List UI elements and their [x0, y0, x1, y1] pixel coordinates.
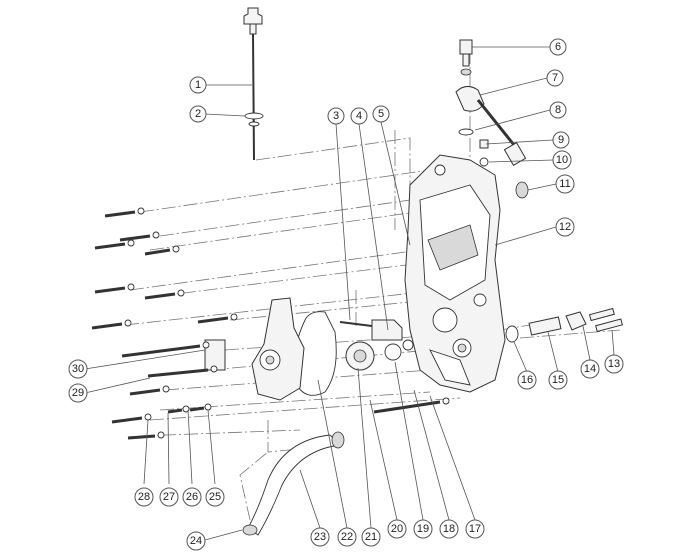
svg-text:27: 27 [163, 491, 175, 503]
bolt [197, 313, 238, 324]
svg-text:2: 2 [195, 108, 201, 120]
callout-25: 25 [205, 487, 225, 507]
bolt [167, 405, 190, 414]
callout-12: 12 [555, 217, 575, 237]
svg-text:13: 13 [608, 358, 620, 370]
svg-text:6: 6 [555, 41, 561, 53]
callout-27: 27 [159, 487, 179, 507]
callout-23: 23 [310, 527, 330, 547]
svg-text:12: 12 [559, 221, 571, 233]
bolt [111, 413, 152, 424]
coolant-hose [242, 431, 345, 536]
callout-28: 28 [134, 487, 154, 507]
water-pump-parts [293, 311, 414, 396]
callout-5: 5 [372, 105, 390, 123]
callout-9: 9 [552, 131, 570, 149]
bolt [373, 397, 450, 414]
callout-26: 26 [182, 487, 202, 507]
bolt [119, 231, 160, 242]
svg-text:30: 30 [72, 363, 84, 375]
crankcase-cover [404, 154, 506, 393]
callout-6: 6 [549, 38, 567, 56]
callout-30: 30 [68, 359, 88, 379]
callout-15: 15 [548, 370, 568, 390]
callout-21: 21 [361, 527, 381, 547]
callout-8: 8 [549, 101, 567, 119]
callout-29: 29 [68, 383, 88, 403]
callout-14: 14 [580, 359, 600, 379]
callout-24: 24 [186, 531, 206, 551]
callout-2: 2 [189, 105, 207, 123]
leader-lines [84, 46, 615, 541]
svg-text:24: 24 [190, 535, 202, 547]
svg-text:3: 3 [333, 110, 339, 122]
svg-text:4: 4 [356, 110, 362, 122]
svg-text:22: 22 [341, 531, 353, 543]
dipstick-part [243, 7, 264, 161]
callout-4: 4 [350, 107, 368, 125]
bolt [147, 365, 218, 378]
bolt [127, 431, 165, 440]
svg-text:18: 18 [443, 523, 455, 535]
svg-text:11: 11 [559, 178, 570, 190]
callout-3: 3 [327, 107, 345, 125]
callout-20: 20 [387, 519, 407, 539]
svg-text:19: 19 [417, 523, 429, 535]
bolt [129, 385, 170, 396]
callout-18: 18 [439, 519, 459, 539]
callout-10: 10 [552, 150, 572, 170]
svg-text:17: 17 [469, 523, 481, 535]
svg-text:15: 15 [552, 374, 564, 386]
upper-fittings [455, 39, 529, 199]
bolt [189, 403, 212, 412]
bolt [144, 245, 180, 256]
callout-1: 1 [189, 76, 207, 94]
callout-17: 17 [465, 519, 485, 539]
svg-text:21: 21 [365, 531, 377, 543]
svg-text:28: 28 [138, 491, 150, 503]
callout-labels: 1 2 3 4 5 6 7 8 9 10 11 12 13 14 15 16 1… [68, 38, 624, 551]
svg-text:20: 20 [391, 523, 403, 535]
callout-16: 16 [517, 370, 537, 390]
svg-text:9: 9 [558, 134, 564, 146]
svg-text:1: 1 [195, 79, 201, 91]
bolt [94, 283, 135, 294]
callout-22: 22 [337, 527, 357, 547]
svg-text:29: 29 [72, 387, 84, 399]
callout-11: 11 [555, 174, 575, 194]
svg-text:26: 26 [186, 491, 198, 503]
bolt [144, 289, 185, 300]
svg-text:23: 23 [314, 531, 326, 543]
bolt [104, 207, 145, 218]
callout-7: 7 [546, 69, 564, 87]
svg-text:10: 10 [556, 154, 568, 166]
svg-text:16: 16 [521, 374, 533, 386]
svg-text:25: 25 [209, 491, 221, 503]
callout-13: 13 [604, 354, 624, 374]
bolt [91, 319, 132, 330]
svg-text:8: 8 [555, 104, 561, 116]
svg-text:7: 7 [552, 72, 558, 84]
bolt-set [91, 207, 450, 440]
callout-19: 19 [413, 519, 433, 539]
bolt [94, 239, 135, 250]
bolt [121, 341, 210, 358]
svg-text:14: 14 [584, 363, 596, 375]
right-side-parts [505, 307, 623, 343]
thermostat-housing [204, 297, 305, 401]
svg-text:5: 5 [378, 108, 384, 120]
